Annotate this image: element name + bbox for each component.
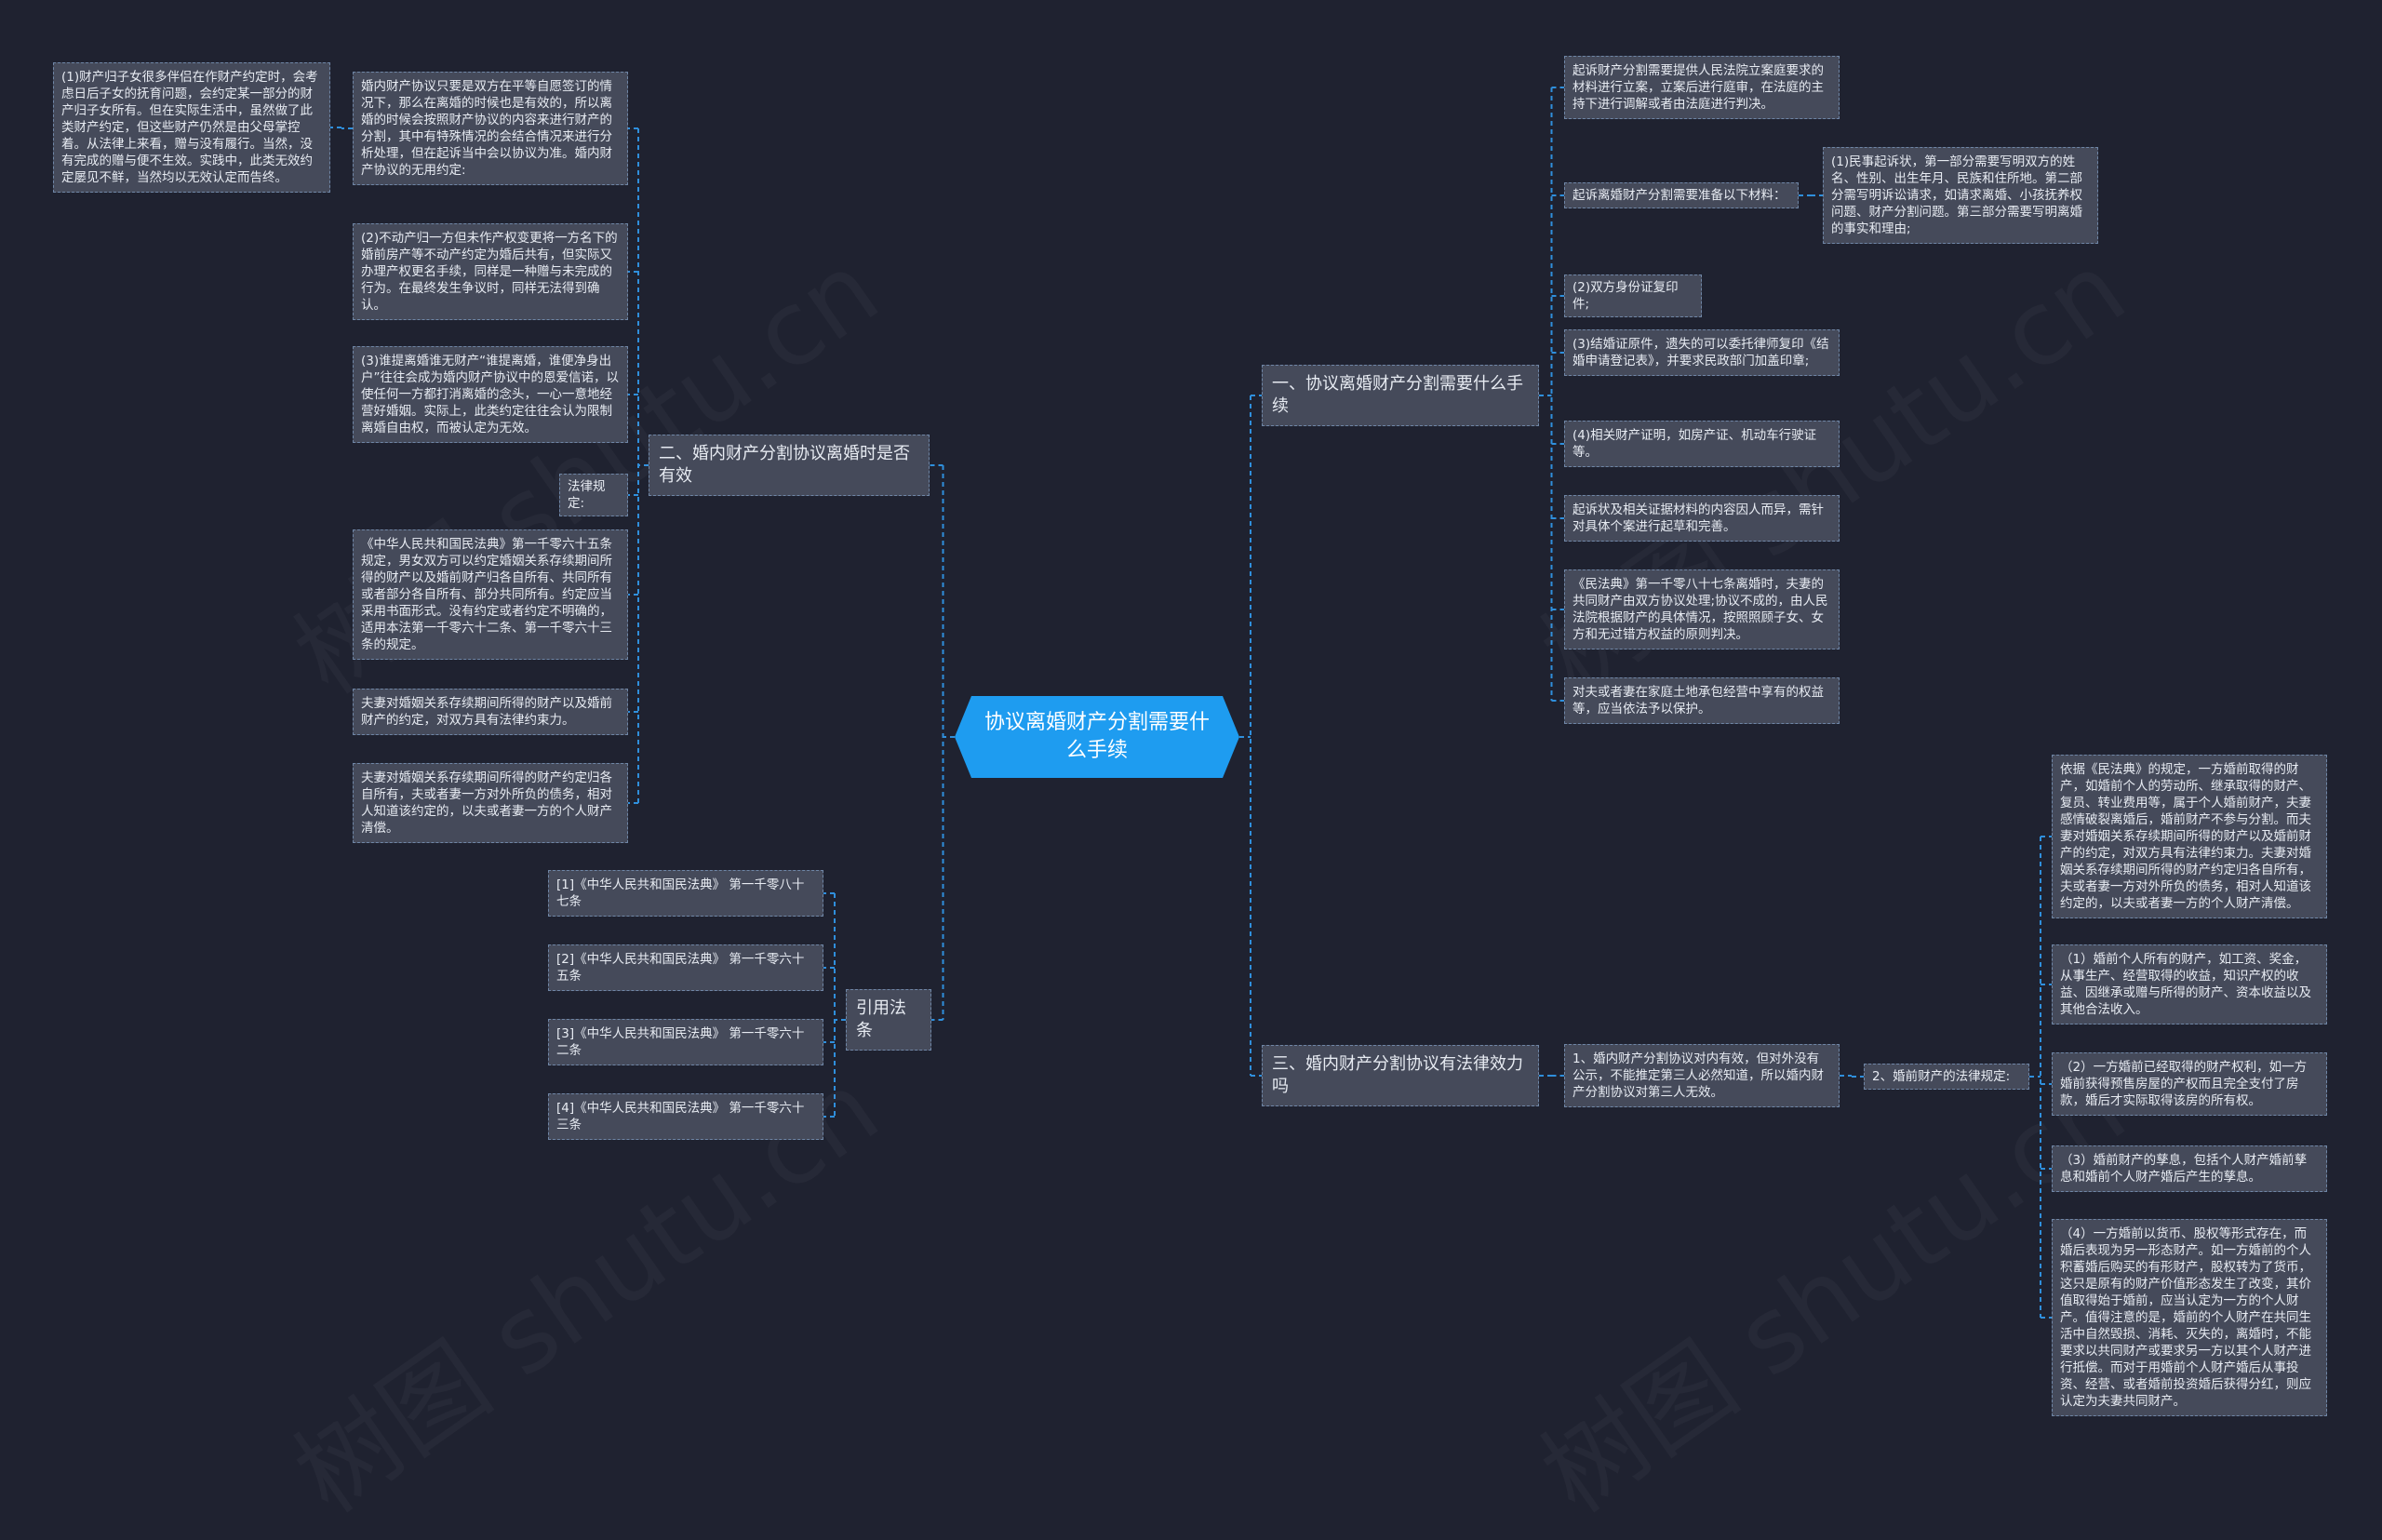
topic-node[interactable]: 婚内财产协议只要是双方在平等自愿签订的情况下，那么在离婚的时候也是有效的，所以离… — [353, 72, 628, 185]
topic-node[interactable]: (4)相关财产证明，如房产证、机动车行驶证等。 — [1564, 421, 1840, 467]
topic-node[interactable]: （4）一方婚前以货币、股权等形式存在，而婚后表现为另一形态财产。如一方婚前的个人… — [2052, 1219, 2327, 1416]
topic-node[interactable]: 夫妻对婚姻关系存续期间所得的财产以及婚前财产的约定，对双方具有法律约束力。 — [353, 689, 628, 735]
topic-node[interactable]: （1）婚前个人所有的财产，如工资、奖金，从事生产、经营取得的收益，知识产权的收益… — [2052, 944, 2327, 1024]
branch-topic[interactable]: 三、婚内财产分割协议有法律效力吗 — [1262, 1045, 1539, 1106]
branch-topic[interactable]: 一、协议离婚财产分割需要什么手续 — [1262, 365, 1539, 426]
topic-node[interactable]: 起诉状及相关证据材料的内容因人而异，需针对具体个案进行起草和完善。 — [1564, 495, 1840, 542]
topic-node[interactable]: (1)财产归子女很多伴侣在作财产约定时，会考虑日后子女的抚育问题，会约定某一部分… — [53, 62, 330, 193]
topic-node[interactable]: (3)谁提离婚谁无财产“谁提离婚，谁便净身出户”往往会成为婚内财产协议中的恩爱信… — [353, 346, 628, 443]
topic-node[interactable]: 《中华人民共和国民法典》第一千零六十五条规定，男女双方可以约定婚姻关系存续期间所… — [353, 529, 628, 660]
topic-node[interactable]: (1)民事起诉状，第一部分需要写明双方的姓名、性别、出生年月、民族和住所地。第二… — [1823, 147, 2098, 244]
topic-node[interactable]: 1、婚内财产分割协议对内有效，但对外没有公示，不能推定第三人必然知道，所以婚内财… — [1564, 1044, 1840, 1107]
topic-node[interactable]: 起诉离婚财产分割需要准备以下材料： — [1564, 182, 1799, 208]
topic-node[interactable]: (2)双方身份证复印件; — [1564, 275, 1702, 317]
topic-node[interactable]: (2)不动产归一方但未作产权变更将一方名下的婚前房产等不动产约定为婚后共有，但实… — [353, 223, 628, 320]
topic-node[interactable]: 法律规定: — [559, 474, 628, 516]
root-topic[interactable]: 协议离婚财产分割需要什么手续 — [955, 696, 1239, 778]
mindmap-canvas: 树图 shutu.cn 树图 shutu.cn 树图 shutu.cn 树图 s… — [53, 56, 2327, 1416]
topic-node[interactable]: [2]《中华人民共和国民法典》 第一千零六十五条 — [548, 944, 823, 991]
topic-node[interactable]: [1]《中华人民共和国民法典》 第一千零八十七条 — [548, 870, 823, 917]
topic-node[interactable]: （3）婚前财产的孳息，包括个人财产婚前孳息和婚前个人财产婚后产生的孳息。 — [2052, 1145, 2327, 1192]
branch-topic[interactable]: 二、婚内财产分割协议离婚时是否有效 — [649, 435, 930, 496]
topic-node[interactable]: 起诉财产分割需要提供人民法院立案庭要求的材料进行立案，立案后进行庭审，在法庭的主… — [1564, 56, 1840, 119]
topic-node[interactable]: [4]《中华人民共和国民法典》 第一千零六十三条 — [548, 1093, 823, 1140]
topic-node[interactable]: 《民法典》第一千零八十七条离婚时，夫妻的共同财产由双方协议处理;协议不成的，由人… — [1564, 569, 1840, 649]
topic-node[interactable]: 对夫或者妻在家庭土地承包经营中享有的权益等，应当依法予以保护。 — [1564, 677, 1840, 724]
topic-node[interactable]: （2）一方婚前已经取得的财产权利，如一方婚前获得预售房屋的产权而且完全支付了房款… — [2052, 1052, 2327, 1116]
topic-node[interactable]: 夫妻对婚姻关系存续期间所得的财产约定归各自所有，夫或者妻一方对外所负的债务，相对… — [353, 763, 628, 843]
topic-node[interactable]: (3)结婚证原件，遗失的可以委托律师复印《结婚申请登记表》，并要求民政部门加盖印… — [1564, 329, 1840, 376]
topic-node[interactable]: [3]《中华人民共和国民法典》 第一千零六十二条 — [548, 1019, 823, 1065]
topic-node[interactable]: 2、婚前财产的法律规定: — [1864, 1064, 2029, 1090]
connector-lines — [330, 87, 2052, 1319]
branch-topic[interactable]: 引用法条 — [846, 989, 931, 1051]
topic-node[interactable]: 依据《民法典》的规定，一方婚前取得的财产，如婚前个人的劳动所、继承取得的财产、复… — [2052, 755, 2327, 918]
